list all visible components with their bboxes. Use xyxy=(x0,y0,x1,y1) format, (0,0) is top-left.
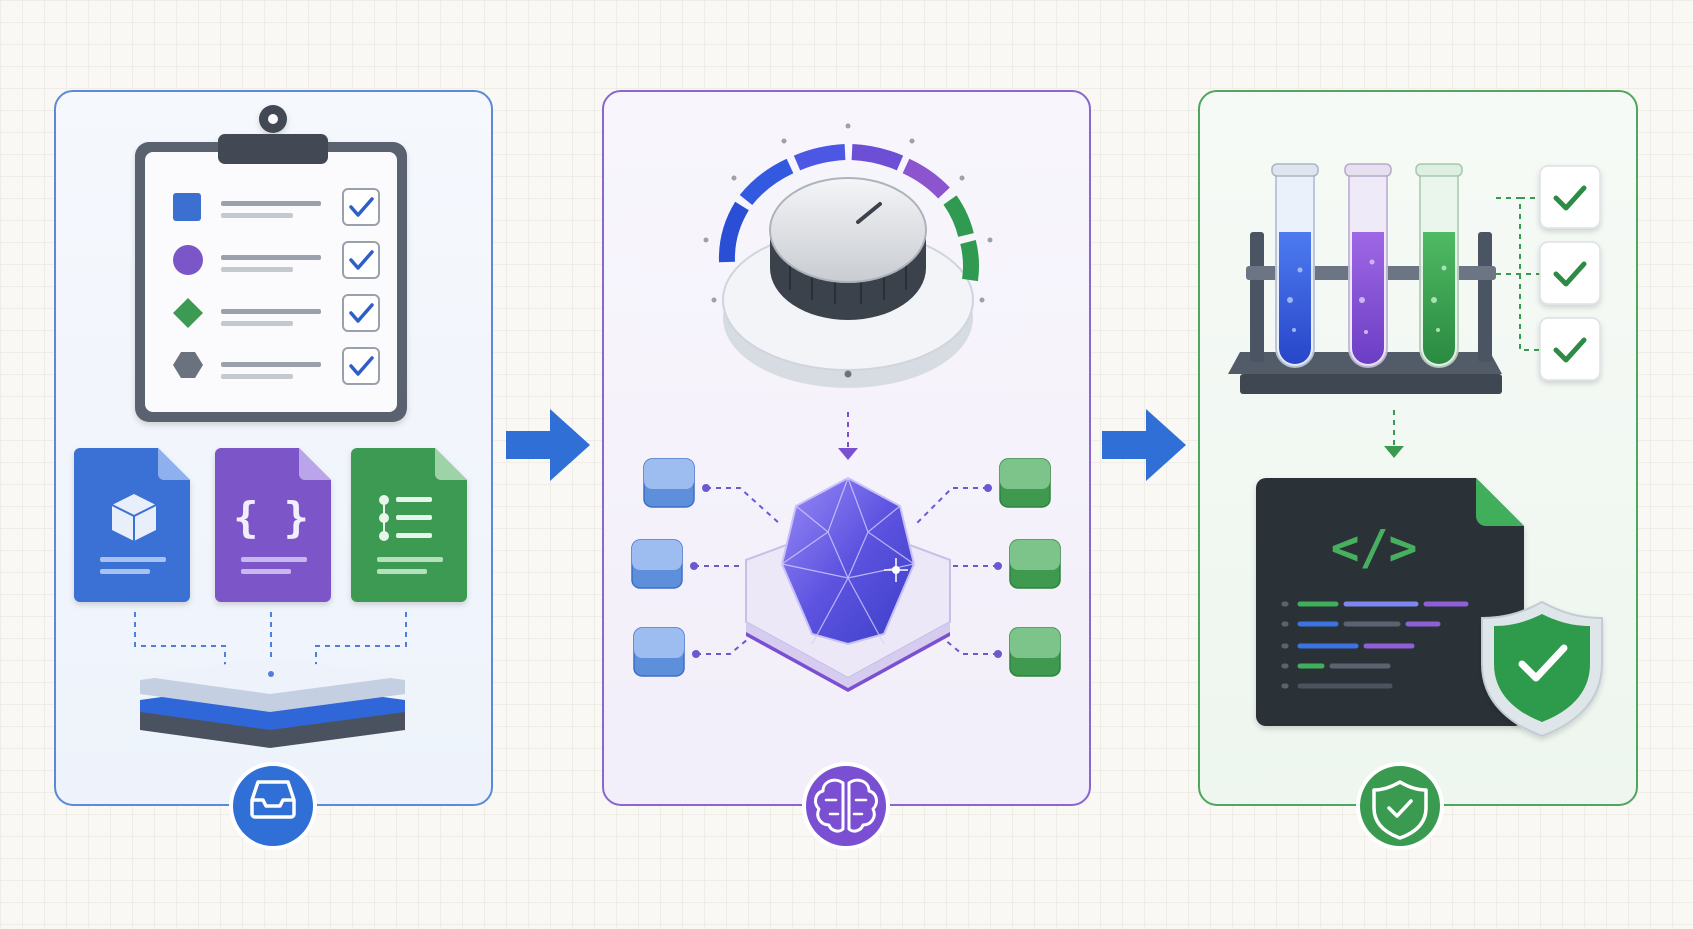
braces-symbol: { } xyxy=(233,493,309,542)
clipboard-checklist-icon xyxy=(135,105,407,422)
crystal-gem-icon xyxy=(745,476,951,692)
code-document-icon: </> xyxy=(1256,478,1524,726)
flow-arrow-2 xyxy=(1102,409,1186,481)
layer-stack-icon xyxy=(140,658,405,748)
inbox-tray-icon xyxy=(229,762,317,850)
shield-check-icon xyxy=(1481,600,1603,738)
list-file-icon xyxy=(351,448,467,602)
test-tubes-icon xyxy=(1228,163,1502,394)
dial-to-gem-connector xyxy=(838,412,858,460)
node-block-icon xyxy=(631,458,1061,677)
code-braces-file-icon: { } xyxy=(215,448,331,602)
tuning-dial-icon xyxy=(703,123,993,388)
node-connector-dots xyxy=(690,484,1002,658)
check-connectors xyxy=(1496,197,1540,351)
box-file-icon xyxy=(74,448,190,602)
shield-check-icon xyxy=(1356,762,1444,850)
code-tag-symbol: </> xyxy=(1331,520,1418,576)
tubes-to-code-connector xyxy=(1384,410,1404,458)
node-connectors xyxy=(694,487,998,655)
flow-arrow-1 xyxy=(506,409,590,481)
brain-icon xyxy=(802,762,890,850)
checkmark-box-icon xyxy=(1539,165,1601,381)
